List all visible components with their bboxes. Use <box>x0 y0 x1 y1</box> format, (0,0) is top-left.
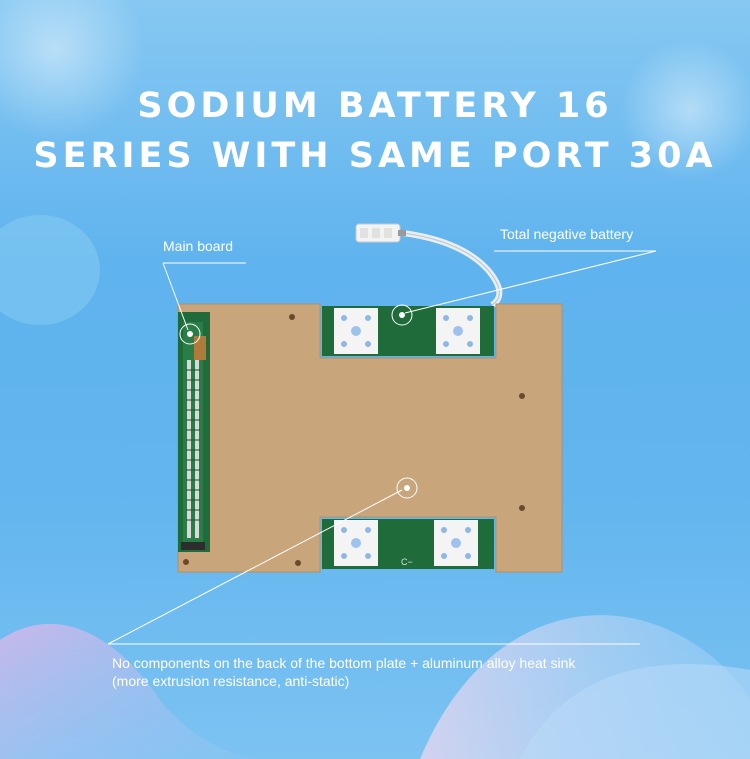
port-label: C− <box>401 557 413 567</box>
back-plate-line-2: (more extrusion resistance, anti-static) <box>112 673 350 689</box>
bottom-terminal-board: C− <box>322 519 494 569</box>
title-line-1: SODIUM BATTERY 16 <box>137 86 613 126</box>
title-line-2: SERIES WITH SAME PORT 30A <box>33 136 717 176</box>
back-plate-line-1: No components on the back of the bottom … <box>112 655 576 671</box>
main-board-strip <box>178 312 210 552</box>
total-negative-label: Total negative battery <box>500 226 634 242</box>
aluminum-base-plate <box>177 303 563 573</box>
mounting-holes <box>183 314 525 566</box>
top-terminal-board <box>322 306 494 356</box>
connector-cable <box>355 223 503 308</box>
main-board-label: Main board <box>163 238 234 254</box>
back-plate-description: No components on the back of the bottom … <box>112 654 575 690</box>
